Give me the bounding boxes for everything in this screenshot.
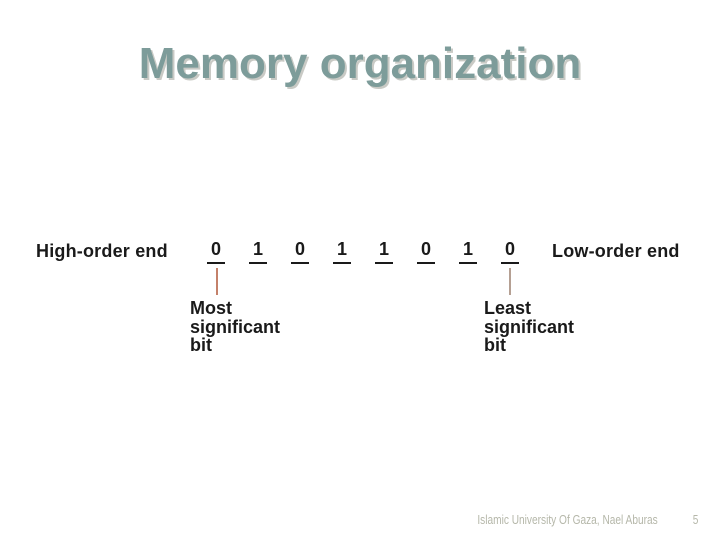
lsb-label: Least significant bit	[484, 299, 574, 355]
slide-title: Memory organization	[138, 39, 582, 88]
bit-0: 0	[207, 239, 225, 264]
msb-label-line-2: significant	[190, 316, 281, 337]
lsb-label-line-1: Least	[484, 298, 532, 318]
msb-pointer-line	[216, 268, 218, 295]
lsb-label-line-2: significant	[484, 316, 575, 337]
footer-credit: Islamic University Of Gaza, Nael Aburas	[476, 512, 658, 527]
msb-label-line-1: Most	[190, 298, 232, 318]
bit-1: 1	[249, 239, 267, 264]
bit-row: 0 1 0 1 1 0 1 0	[207, 239, 519, 264]
high-order-end-label: High-order end	[36, 241, 168, 261]
bit-5: 0	[417, 239, 435, 264]
msb-label-line-3: bit	[190, 335, 212, 355]
msb-label: Most significant bit	[190, 299, 280, 355]
page-number: 5	[692, 512, 698, 527]
bit-2: 0	[291, 239, 309, 264]
bit-3: 1	[333, 239, 351, 264]
bit-4: 1	[375, 239, 393, 264]
lsb-label-line-3: bit	[484, 335, 506, 355]
footer: Islamic University Of Gaza, Nael Aburas …	[477, 512, 698, 527]
bit-7: 0	[501, 239, 519, 264]
bit-6: 1	[459, 239, 477, 264]
lsb-pointer-line	[509, 268, 511, 295]
low-order-end-label: Low-order end	[552, 241, 680, 261]
